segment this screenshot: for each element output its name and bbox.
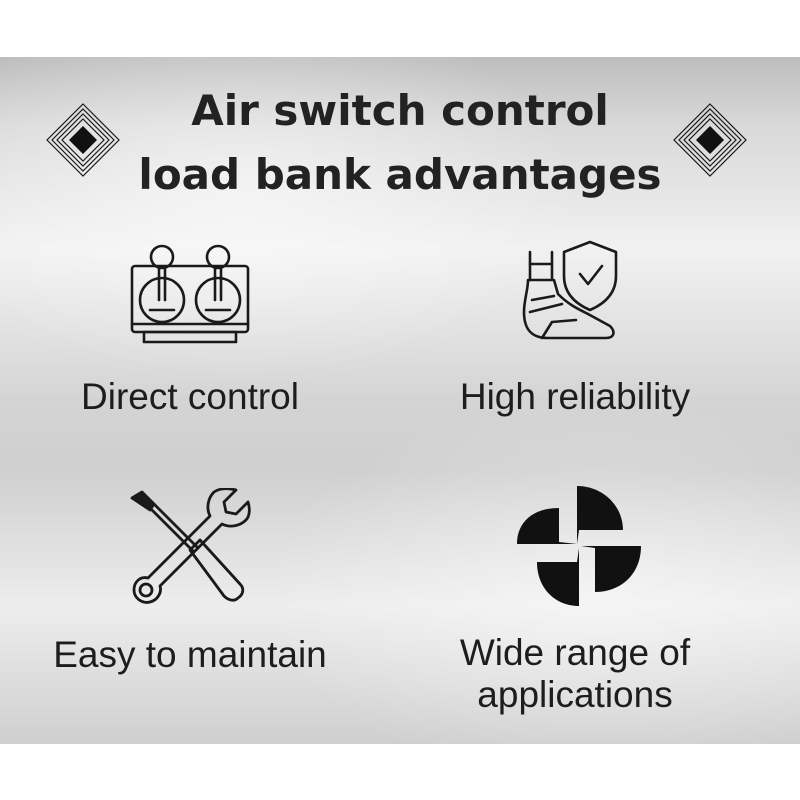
feature-label-easy-to-maintain: Easy to maintain: [53, 634, 327, 675]
shield-check-icon: [522, 240, 618, 340]
feature-label-wide-range-line-2: applications: [477, 674, 673, 715]
title-line-2: load bank advantages: [138, 150, 662, 199]
feature-label-direct-control: Direct control: [81, 376, 299, 417]
diamond-ornament-right-icon: [673, 103, 747, 177]
air-switch-icon: [130, 244, 250, 344]
feature-label-wide-range: Wide range of applications: [420, 632, 730, 716]
title-line-1: Air switch control: [191, 86, 609, 135]
gradient-panel: [0, 57, 800, 744]
feature-label-wide-range-line-1: Wide range of: [459, 632, 691, 673]
wrench-screwdriver-icon: [130, 488, 251, 604]
pinwheel-icon: [517, 486, 641, 606]
diamond-ornament-left-icon: [46, 103, 120, 177]
feature-label-high-reliability: High reliability: [459, 376, 691, 417]
